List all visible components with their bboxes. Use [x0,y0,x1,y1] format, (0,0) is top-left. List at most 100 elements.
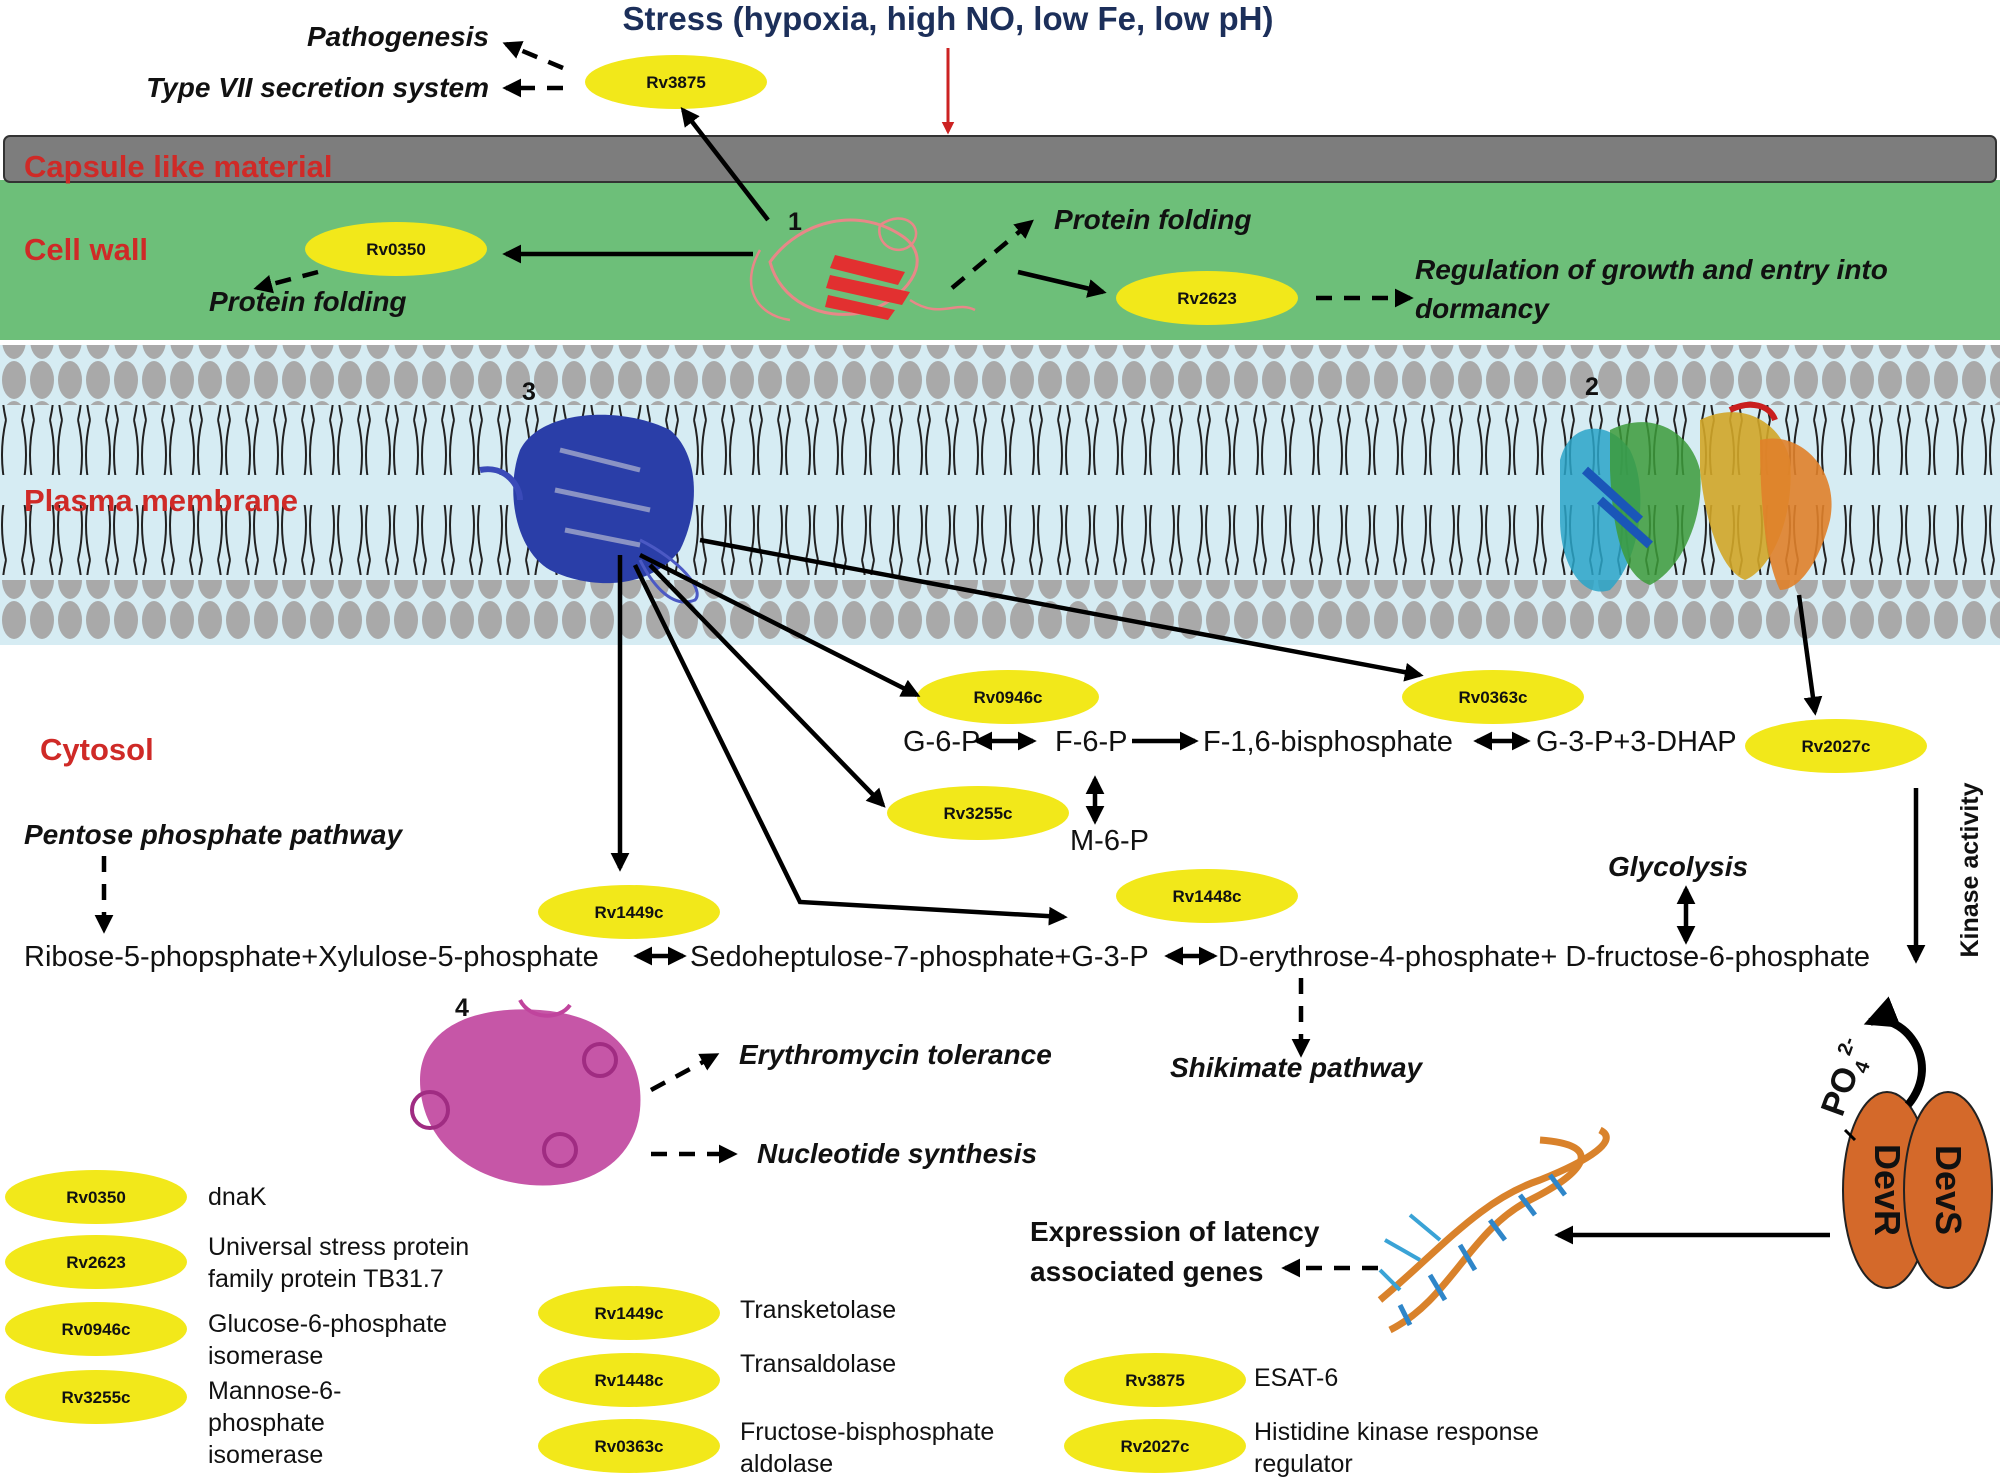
svg-text:Rv0350: Rv0350 [366,240,426,259]
metabolite-g6p: G-6-P [903,726,980,758]
gene-oval-rv0946c: Rv0946c [917,670,1099,724]
protein-structure-4 [410,998,641,1186]
regulation-label-line2: dormancy [1415,293,1550,324]
pathogenesis-label: Pathogenesis [307,21,489,52]
gene-oval-rv3875: Rv3875 [585,55,767,109]
svg-text:Rv3875: Rv3875 [646,73,706,92]
latency-label-line1: Expression of latency [1030,1216,1320,1247]
dashed-arrows [94,41,1414,1278]
legend-oval [538,1419,720,1473]
metabolite-e4p-f6p: D-erythrose-4-phosphate+ D-fructose-6-ph… [1218,941,1870,973]
legend-entry: Rv3875 ESAT-6 [1064,1353,1338,1407]
legend-entry: Rv1448c Transaldolase [538,1350,896,1407]
dna-helix [1377,1126,1610,1334]
legend-oval [1064,1419,1246,1473]
svg-text:Rv1449c: Rv1449c [594,903,663,922]
glycolysis-label: Glycolysis [1608,851,1748,882]
legend: Rv0350 dnaK Rv2623 Universal stress protein… [5,1170,1539,1478]
legend-entry: Rv3255c Mannose-6- phosphate isomerase [5,1370,341,1469]
legend-gene: Rv3875 [1125,1371,1185,1390]
svg-text:Rv0946c: Rv0946c [973,688,1042,707]
metabolite-r5p-x5p: Ribose-5-phopsphate+Xylulose-5-phosphate [24,941,599,973]
legend-oval [538,1353,720,1407]
plasma-membrane-label: Plasma membrane [24,483,298,518]
legend-description: dnaK [208,1183,267,1211]
legend-description: aldolase [740,1450,833,1478]
legend-description: Fructose-bisphosphate [740,1418,994,1446]
metabolite-m6p: M-6-P [1070,825,1149,857]
membrane-heads-top [0,345,2000,405]
devs-label: DevS [1928,1145,1969,1235]
legend-gene: Rv2623 [66,1253,126,1272]
ppp-label: Pentose phosphate pathway [24,819,403,850]
legend-description: Transketolase [740,1296,896,1324]
svg-text:Rv3255c: Rv3255c [943,804,1012,823]
cytosol-label: Cytosol [40,732,154,767]
legend-description: Histidine kinase response [1254,1418,1539,1446]
legend-description: Mannose-6- [208,1377,341,1405]
legend-entry: Rv0350 dnaK [5,1170,267,1224]
legend-entry: Rv0363c Fructose-bisphosphate aldolase [538,1418,994,1478]
legend-gene: Rv2027c [1120,1437,1189,1456]
devrs-system: DevR DevS PO42- [1814,996,1993,1289]
legend-description: Glucose-6-phosphate [208,1310,447,1338]
protein-structure-3 [479,414,699,604]
metabolite-g3p-dhap: G-3-P+3-DHAP [1536,726,1737,758]
svg-text:Rv2027c: Rv2027c [1801,737,1870,756]
reversible-arrows [633,731,1696,966]
devs-oval [1903,1091,1993,1289]
legend-gene: Rv0350 [66,1188,126,1207]
shikimate-label: Shikimate pathway [1170,1052,1424,1083]
latency-label-line2: associated genes [1030,1256,1263,1287]
t7ss-label: Type VII secretion system [146,72,489,103]
kinase-activity-label: Kinase activity [1956,782,1984,957]
legend-oval [5,1370,187,1424]
legend-description: family protein TB31.7 [208,1265,444,1293]
legend-oval [5,1302,187,1356]
metabolite-s7p-g3p: Sedoheptulose-7-phosphate+G-3-P [690,941,1149,973]
capsule-label: Capsule like material [24,149,332,184]
legend-gene: Rv1448c [594,1371,663,1390]
protein-folding-top-label: Protein folding [1054,204,1252,235]
legend-description: isomerase [208,1342,323,1370]
regulation-label-line1: Regulation of growth and entry into [1415,254,1888,285]
legend-entry: Rv2027c Histidine kinase response regulato… [1064,1418,1539,1478]
phosphate-loop-arrow [1863,996,1926,1108]
legend-oval [538,1286,720,1340]
protein-structure-2 [1560,401,1832,592]
legend-description: Universal stress protein [208,1233,469,1261]
legend-oval [5,1170,187,1224]
nucleotide-label: Nucleotide synthesis [757,1138,1037,1169]
legend-gene: Rv3255c [61,1388,130,1407]
legend-description: ESAT-6 [1254,1364,1338,1392]
gene-oval-rv3255c: Rv3255c [887,786,1069,840]
legend-oval [5,1235,187,1289]
structure-number-1: 1 [788,208,802,236]
structure-number-2: 2 [1585,373,1599,401]
legend-gene: Rv1449c [594,1304,663,1323]
membrane-tails-bottom [0,505,2000,575]
legend-description: phosphate [208,1409,325,1437]
legend-gene: Rv0363c [594,1437,663,1456]
legend-description: Transaldolase [740,1350,896,1378]
structure-number-3: 3 [522,378,536,406]
gene-oval-rv1449c: Rv1449c [538,885,720,939]
cell-wall-label: Cell wall [24,232,148,267]
devr-label: DevR [1867,1144,1908,1236]
gene-oval-rv1448c: Rv1448c [1116,869,1298,923]
legend-description: isomerase [208,1441,323,1469]
capsule-band [3,135,1997,183]
svg-text:Rv2623: Rv2623 [1177,289,1237,308]
erythromycin-label: Erythromycin tolerance [739,1039,1052,1070]
legend-oval [1064,1353,1246,1407]
gene-oval-rv0350: Rv0350 [305,222,487,276]
structure-number-4: 4 [455,994,469,1022]
gene-oval-rv2027c: Rv2027c [1745,719,1927,773]
protein-structure-1 [749,217,976,322]
legend-description: regulator [1254,1450,1353,1478]
svg-text:Rv0363c: Rv0363c [1458,688,1527,707]
gene-oval-rv0363c: Rv0363c [1402,670,1584,724]
